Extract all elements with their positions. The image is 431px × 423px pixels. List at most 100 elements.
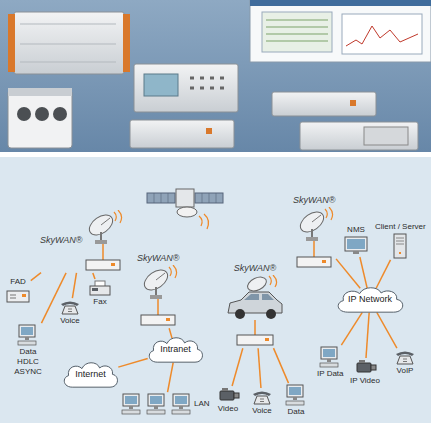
pc-symbol <box>122 394 140 414</box>
modem-box <box>237 335 273 345</box>
status-led <box>350 100 356 106</box>
fax-drawing <box>90 281 110 295</box>
voip-phone: VoIP <box>394 349 416 376</box>
signal-waves <box>169 265 177 278</box>
camera-icon <box>216 387 240 403</box>
pc-icon <box>319 346 341 368</box>
nms-station: NMS <box>343 225 369 256</box>
pc-stand <box>293 397 297 400</box>
phone-handset <box>253 392 271 397</box>
rack-unit-right <box>272 92 418 150</box>
pc-drawing <box>18 325 36 345</box>
cloud-label: IP Network <box>348 294 392 305</box>
fax-icon <box>89 280 111 296</box>
ip-video-camera: IP Video <box>350 359 380 386</box>
network-link <box>169 328 172 338</box>
software-screenshots <box>250 0 431 62</box>
satellite-body <box>176 189 194 207</box>
rack-housing <box>272 92 376 116</box>
nms-monitor <box>345 237 367 251</box>
cloud-label: Internet <box>75 369 106 380</box>
signal-waves <box>114 210 122 223</box>
camera-viewfinder <box>222 388 228 391</box>
modem-housing <box>134 64 238 112</box>
portable-unit <box>8 88 72 148</box>
network-link <box>258 348 261 388</box>
modem-led <box>322 260 326 263</box>
network-link <box>366 313 369 358</box>
fad-slots <box>10 295 16 298</box>
nms-screen <box>347 239 365 249</box>
device-label: Fax <box>93 297 106 307</box>
pc-monitor <box>148 394 164 406</box>
rear-panel <box>364 127 408 145</box>
pc-keyboard <box>147 410 165 414</box>
dish-icon <box>294 207 334 269</box>
pc-symbol <box>320 347 338 367</box>
screen-chart <box>342 14 422 54</box>
rack-unit-large <box>8 12 130 74</box>
status-led <box>206 128 212 134</box>
dish-mount <box>311 229 313 238</box>
device-label: FAD <box>10 277 26 287</box>
cloud-path <box>64 363 117 387</box>
monitor-drawing <box>345 237 367 254</box>
phone-base <box>62 306 78 314</box>
phone-icon <box>394 349 416 365</box>
dish-icon <box>138 265 178 327</box>
modem-unit-slim <box>130 120 234 148</box>
chart-trace <box>346 26 418 46</box>
pc-monitor <box>287 385 303 397</box>
pc-keyboard <box>286 401 304 405</box>
phone-keys <box>403 359 407 362</box>
skywan-vehicle: SkyWAN® <box>225 263 285 347</box>
rack-handle <box>8 14 15 72</box>
dish-mount <box>100 232 102 241</box>
camera-body <box>357 363 371 372</box>
signal-waves <box>199 214 208 229</box>
device-label: Video <box>218 404 238 414</box>
pc-stand <box>129 406 133 409</box>
terminal-label: SkyWAN® <box>293 195 335 206</box>
dish-base <box>95 240 107 244</box>
phone-drawing <box>253 392 271 405</box>
device-label: Client / Server <box>375 222 426 232</box>
phone-base <box>254 396 270 404</box>
voice-phone: Voice <box>251 389 273 416</box>
modem-led <box>166 318 170 321</box>
vehicle-windows <box>244 294 274 300</box>
pc-keyboard <box>172 410 190 414</box>
cloud-path <box>149 338 202 362</box>
device-label: NMS <box>347 225 365 235</box>
camera-body <box>220 391 234 400</box>
internet-cloud: Internet <box>60 359 121 391</box>
network-link <box>93 273 95 279</box>
car-drawing <box>228 275 282 345</box>
pc-icon <box>17 324 39 346</box>
keypad-buttons <box>190 78 224 88</box>
camera-icon <box>353 359 377 375</box>
modem-box <box>86 260 120 270</box>
pc-monitor <box>173 394 189 406</box>
cloud-path <box>338 288 403 312</box>
camera-drawing <box>220 388 239 400</box>
pc-keyboard <box>320 363 338 367</box>
pc-symbol <box>286 385 304 405</box>
pc-symbol <box>18 325 36 345</box>
device-label: IP Video <box>350 376 380 386</box>
feed-arm <box>312 215 321 222</box>
connector-port <box>53 107 67 121</box>
dish-base <box>306 237 318 241</box>
network-link <box>31 273 41 281</box>
dish-base <box>150 295 162 299</box>
modem-box <box>141 315 175 325</box>
phone-icon <box>59 299 81 315</box>
tower-icon <box>392 233 408 259</box>
server-case <box>394 234 406 258</box>
rack-housing <box>14 12 124 74</box>
fad-icon <box>6 288 30 304</box>
pc-symbol <box>147 394 165 414</box>
